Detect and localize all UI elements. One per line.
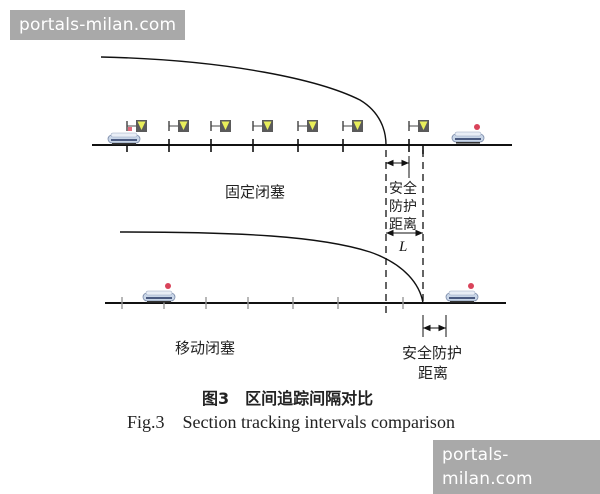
signal-icon <box>297 119 319 133</box>
safety-distance-text: 安全 <box>389 180 417 197</box>
following-train-icon <box>107 127 141 146</box>
following-train-icon <box>142 283 176 304</box>
fixed-block-label: 固定闭塞 <box>225 183 285 201</box>
signal-icon <box>408 119 430 133</box>
signal-icon <box>168 119 190 133</box>
signal-icon <box>252 119 274 133</box>
watermark-top: portals-milan.com <box>10 10 186 40</box>
signal-icon <box>210 119 232 133</box>
moving-safety-distance-annotation: 安全防护 距离 <box>402 315 462 382</box>
fixed-braking-curve <box>100 56 387 146</box>
distance-guides <box>385 150 424 318</box>
safety-distance-text: 距离 <box>418 364 448 382</box>
fixed-safety-distance-annotation: 安全 防护 距离 L <box>386 156 423 255</box>
block-section-ticks <box>126 139 424 154</box>
moving-block-section: 安全防护 距离 移动闭塞 <box>105 231 506 382</box>
safety-distance-text: 防护 <box>389 199 417 215</box>
caption-en: Fig.3 Section tracking intervals compari… <box>127 412 455 432</box>
leading-train-icon <box>445 283 479 304</box>
fixed-block-section: 固定闭塞 <box>92 56 512 201</box>
safety-distance-text: 距离 <box>389 216 417 233</box>
caption-zh: 图3 区间追踪间隔对比 <box>202 389 373 408</box>
track-ticks <box>121 297 404 309</box>
leading-train-icon <box>451 124 485 145</box>
moving-block-label: 移动闭塞 <box>175 339 235 357</box>
length-symbol-L: L <box>398 239 407 255</box>
watermark-bottom: portals-milan.com <box>433 440 600 494</box>
tracking-interval-diagram: 固定闭塞 安全 防护 距离 L <box>92 56 512 432</box>
signal-icon <box>342 119 364 133</box>
safety-distance-text: 安全防护 <box>402 344 462 362</box>
moving-braking-curve <box>119 231 424 304</box>
